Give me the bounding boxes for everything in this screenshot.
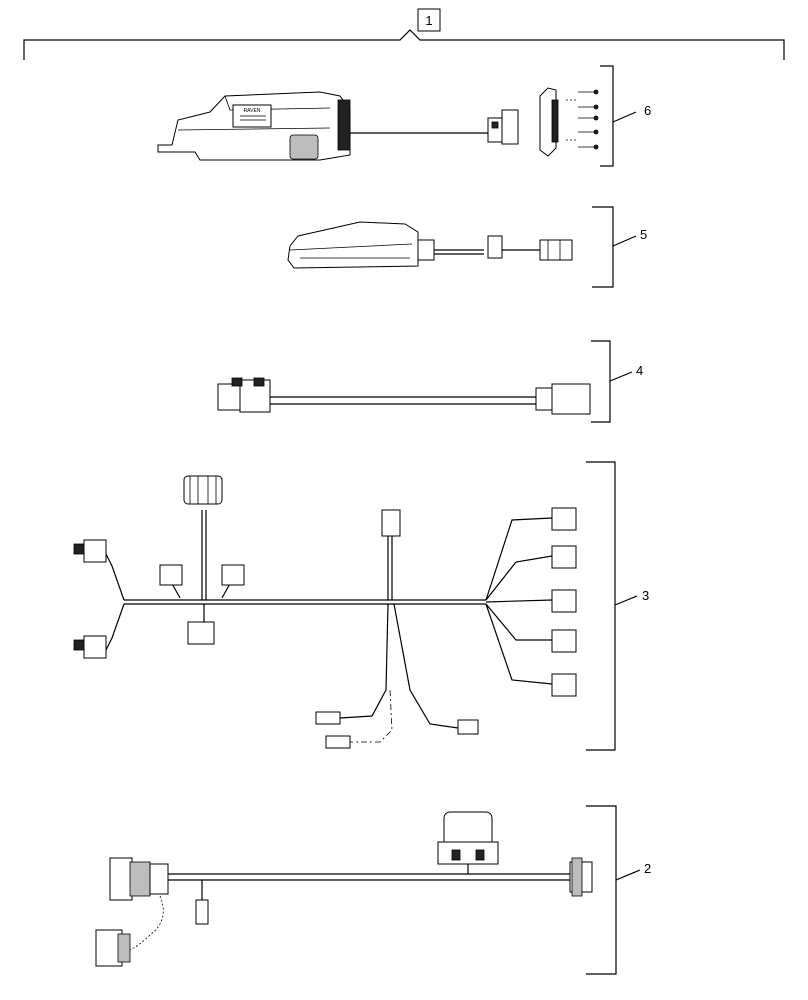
h3-connector-mid-left [159, 564, 183, 586]
h3-round-connector [183, 475, 223, 505]
h2-drop-connector [195, 899, 209, 925]
harness-3: 3 [73, 461, 649, 751]
switch-splice [487, 235, 503, 259]
module-brand-label: RAVEN [244, 108, 261, 114]
assembly-bracket: 1 [23, 8, 785, 60]
h3-connector-bottom-left-alt [325, 735, 351, 749]
cable4-boot-right [535, 387, 553, 411]
callout-harness-3[interactable]: 3 [642, 588, 649, 603]
cable-assembly-4: 4 [217, 340, 643, 423]
switch-boot [417, 239, 435, 261]
cable4-connector-right [551, 383, 591, 415]
mounting-screws [566, 89, 599, 150]
cable4-housing-left [239, 379, 271, 413]
module-end-cap [337, 99, 351, 151]
h3-connector-right-5 [551, 673, 577, 697]
h3-connector-left-top [83, 539, 107, 563]
module-receptacle [501, 109, 519, 145]
h3-connector-right-4 [551, 629, 577, 653]
h3-connector-bottom-right [457, 719, 479, 735]
h3-connector-mid-right [221, 564, 245, 586]
switch-connector [539, 239, 573, 261]
cable4-plug-left [217, 383, 241, 411]
switch-assembly: 5 [287, 206, 647, 288]
h3-connector-under [187, 621, 215, 645]
module-assembly: RAVEN 6 [157, 65, 651, 167]
h3-connector-right-2 [551, 545, 577, 569]
harness-2: 2 [95, 805, 651, 975]
callout-switch[interactable]: 5 [640, 227, 647, 242]
h3-connector-right-3 [551, 589, 577, 613]
h2-circular-connector-left [109, 857, 133, 901]
h3-connector-left-bottom [83, 635, 107, 659]
callout-module[interactable]: 6 [644, 103, 651, 118]
h3-connector-bottom-left [315, 711, 341, 725]
module-plug [487, 117, 503, 143]
h3-connector-top-middle [381, 509, 401, 537]
callout-cable-4[interactable]: 4 [636, 363, 643, 378]
callout-assembly[interactable]: 1 [425, 13, 432, 28]
module-mount-knob [289, 134, 319, 160]
callout-harness-2[interactable]: 2 [644, 861, 651, 876]
h3-connector-right-1 [551, 507, 577, 531]
